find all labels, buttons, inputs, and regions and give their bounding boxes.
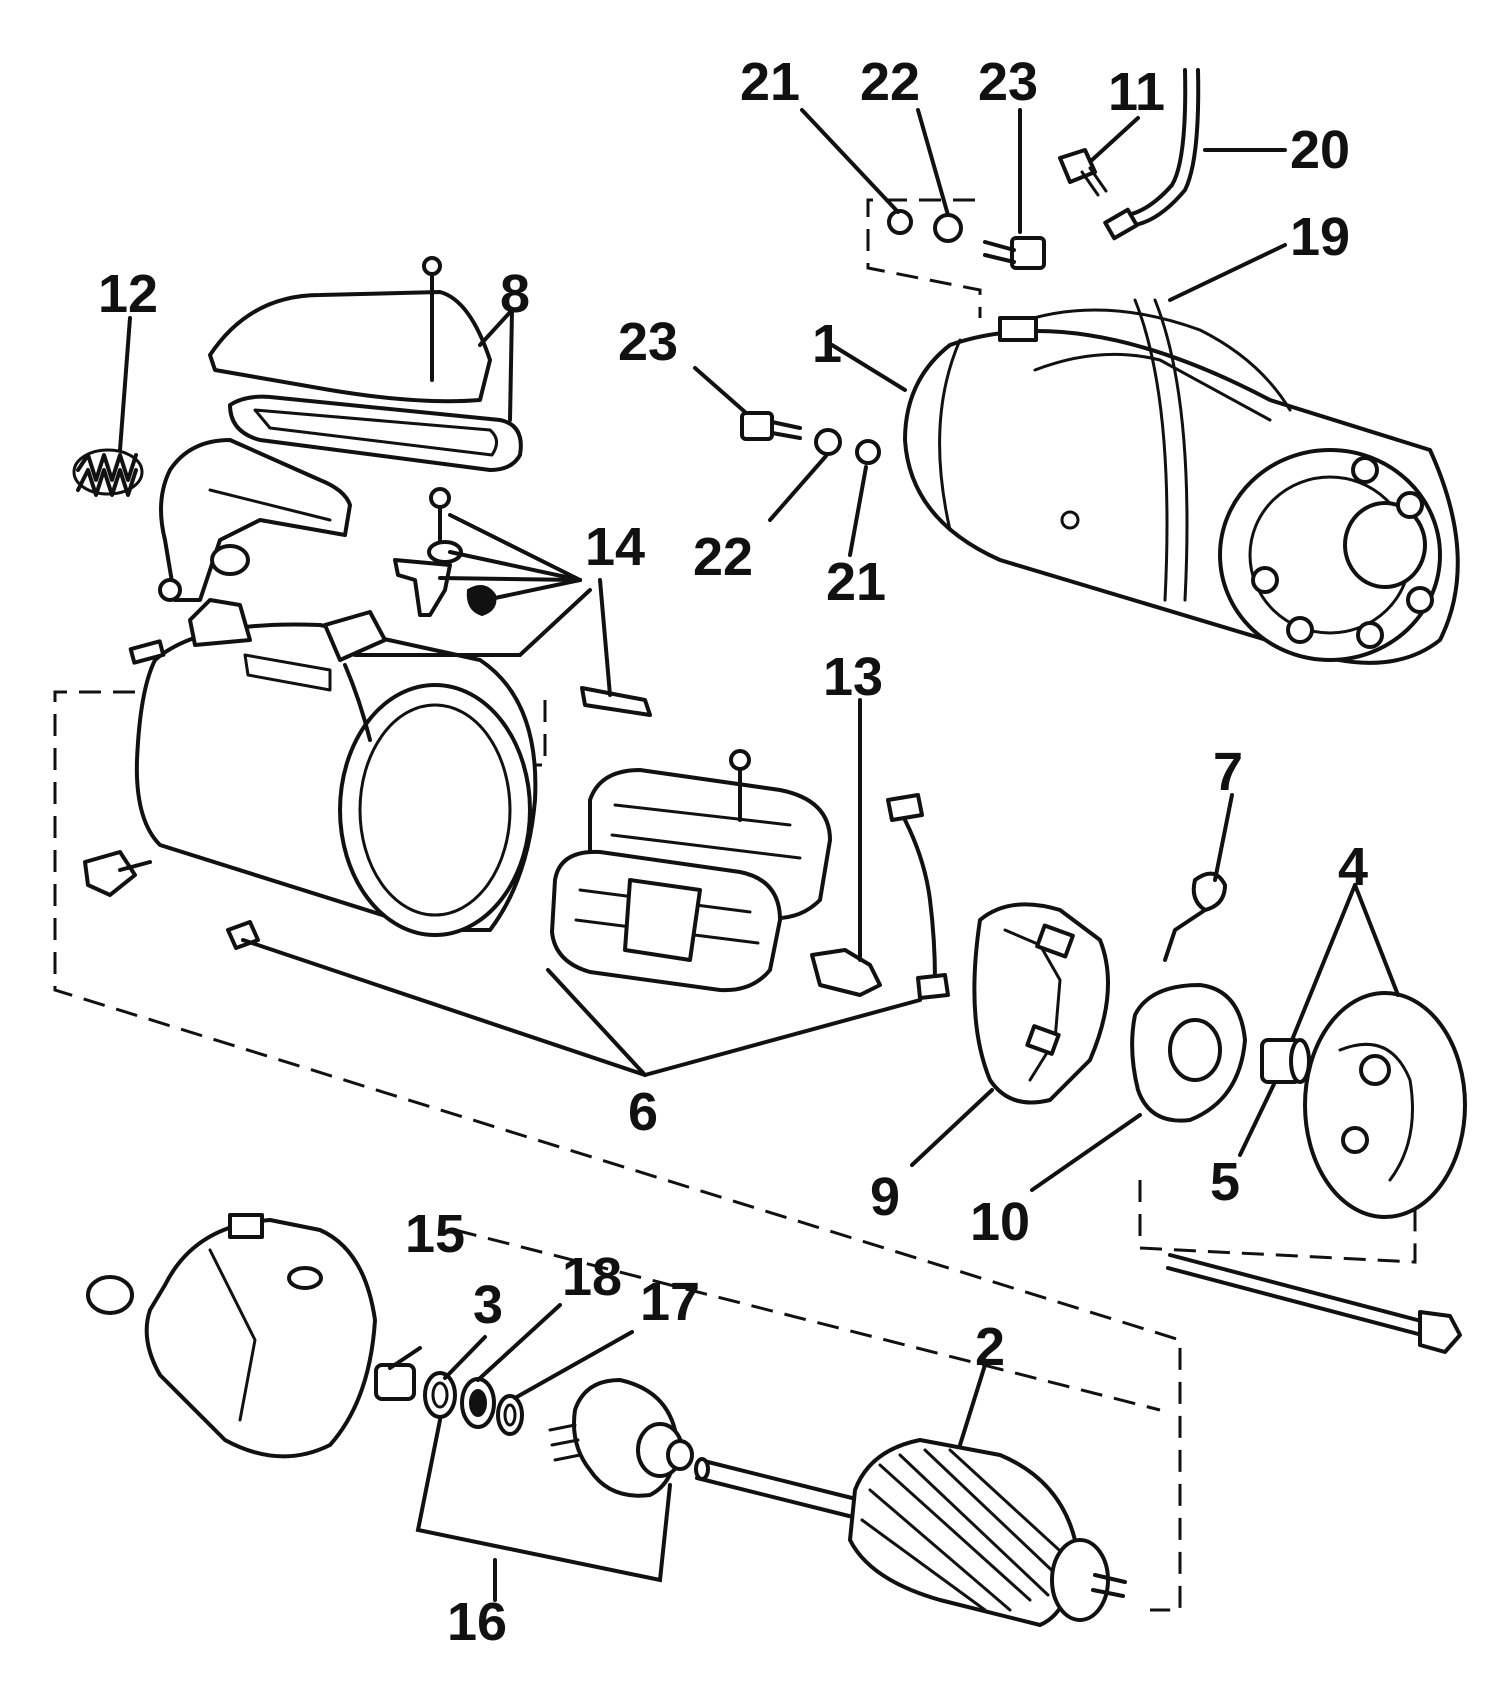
callout-19: 19	[1290, 207, 1350, 267]
field-frame-housing	[83, 598, 538, 950]
callout-1: 1	[812, 314, 842, 374]
drive-pinion	[548, 1378, 694, 1498]
callout-17: 17	[640, 1272, 700, 1332]
callout-20: 20	[1290, 120, 1350, 180]
callout-6: 6	[628, 1082, 658, 1142]
through-bolt	[1166, 1253, 1462, 1354]
part-4-commutator-end-frame	[1303, 991, 1467, 1219]
part-19-20-11-terminal-hardware	[1058, 68, 1201, 241]
callout-18: 18	[562, 1247, 622, 1307]
callout-14: 14	[585, 517, 645, 577]
callout-12: 12	[98, 264, 158, 324]
callout-8: 8	[500, 264, 530, 324]
callout-labels: 1 2 3 4 5 6 7 8 9 10 11 12 13 14 15 16 1…	[98, 52, 1368, 1652]
part-2-armature	[694, 1438, 1127, 1627]
shift-lever-bracket	[158, 438, 352, 602]
callout-2: 2	[975, 1317, 1005, 1377]
callout-21-mid: 21	[826, 552, 886, 612]
callout-22-top: 22	[860, 52, 920, 112]
callout-22-mid: 22	[693, 527, 753, 587]
part-5-bushing	[1260, 1038, 1311, 1084]
part-8-cover-and-gasket	[208, 256, 523, 472]
callout-16: 16	[447, 1592, 507, 1652]
leader-lines	[118, 108, 1400, 1602]
drive-end-housing	[86, 1213, 377, 1459]
callout-9: 9	[870, 1167, 900, 1227]
callout-4: 4	[1338, 837, 1368, 897]
callout-3: 3	[473, 1275, 503, 1335]
part-9-brush-plate	[972, 902, 1110, 1105]
callout-11: 11	[1108, 62, 1165, 122]
field-coils	[550, 749, 832, 993]
part-12-spring	[72, 448, 144, 497]
callout-5: 5	[1210, 1152, 1240, 1212]
hardware-top-nut-washer-bolt	[887, 209, 1046, 270]
callout-21-top: 21	[740, 52, 800, 112]
callout-13: 13	[823, 647, 883, 707]
part-7-brush-spring	[1163, 871, 1227, 962]
part-10-insulator-washer	[1130, 983, 1247, 1123]
drive-small-parts	[374, 1363, 524, 1436]
part-1-solenoid-starter-assembly	[903, 298, 1460, 665]
part-14-terminal-hardware	[393, 487, 652, 717]
part-13-brush-lead	[810, 793, 950, 1000]
callout-23-top: 23	[978, 52, 1038, 112]
callout-10: 10	[970, 1192, 1030, 1252]
callout-7: 7	[1213, 742, 1243, 802]
hardware-mid-nut-washer-bolt	[740, 411, 881, 465]
callout-15: 15	[405, 1204, 465, 1264]
callout-23-mid: 23	[618, 312, 678, 372]
